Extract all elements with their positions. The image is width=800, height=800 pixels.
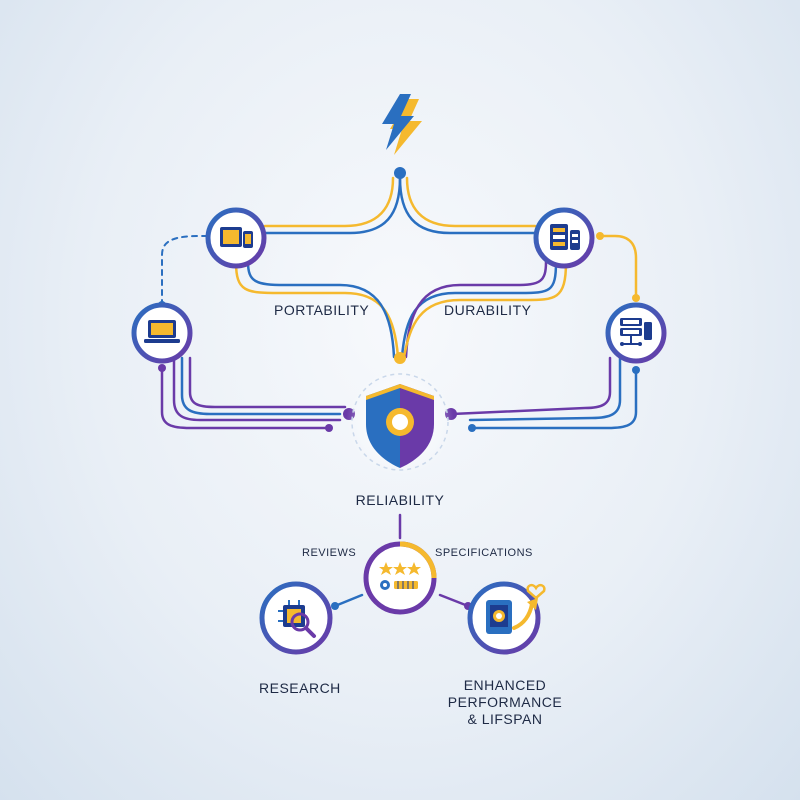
rating-stars-icon bbox=[379, 562, 421, 590]
reliability-label: RELIABILITY bbox=[355, 492, 445, 508]
connector-hub-to-enhanced bbox=[438, 593, 470, 608]
lightning-bolt-icon bbox=[382, 94, 422, 155]
connector-lines bbox=[160, 176, 638, 608]
research-node[interactable] bbox=[259, 581, 333, 655]
enhanced-node[interactable] bbox=[467, 581, 546, 655]
connector-laptop-purple-mid bbox=[172, 356, 342, 422]
connector-network-purple bbox=[450, 356, 612, 416]
enhanced-label-line1: ENHANCED bbox=[463, 677, 547, 693]
shield-icon bbox=[366, 384, 434, 468]
connector-network-blue bbox=[468, 356, 622, 422]
connector-server-to-shield-purple bbox=[404, 260, 548, 359]
tablet-phone-node[interactable] bbox=[205, 207, 267, 269]
connector-tablet-to-shield-blue bbox=[246, 260, 396, 359]
connector-network-blue-outer bbox=[470, 368, 638, 430]
connector-top-right-yellow bbox=[405, 176, 537, 228]
research-label: RESEARCH bbox=[259, 680, 341, 696]
server-rack-icon bbox=[550, 224, 580, 250]
laptop-icon bbox=[144, 320, 180, 343]
enhanced-label-line2: PERFORMANCE bbox=[447, 694, 563, 710]
connector-tablet-to-shield-yellow bbox=[234, 260, 400, 359]
connector-laptop-purple-inner bbox=[188, 356, 347, 409]
tablet-heart-icon bbox=[486, 583, 546, 634]
tablet-phone-icon bbox=[220, 227, 253, 248]
connector-laptop-blue bbox=[180, 356, 342, 416]
connector-server-to-network-yellow bbox=[598, 234, 638, 300]
reviews-label: REVIEWS bbox=[302, 547, 357, 559]
connector-server-to-shield-blue bbox=[400, 260, 558, 359]
specs-reviews-hub[interactable] bbox=[363, 541, 437, 615]
connector-top-right-blue bbox=[398, 176, 537, 235]
enhanced-label-line3: & LIFSPAN bbox=[467, 711, 543, 727]
shield-node[interactable] bbox=[346, 368, 454, 476]
connector-hub-to-research bbox=[333, 593, 364, 608]
portability-label: PORTABILITY bbox=[274, 302, 370, 318]
network-server-icon bbox=[620, 318, 652, 346]
connector-server-to-shield-yellow bbox=[402, 260, 568, 359]
server-rack-node[interactable] bbox=[533, 207, 595, 269]
connector-top-left-blue bbox=[263, 176, 402, 235]
connector-laptop-to-tablet-dashed bbox=[161, 235, 207, 306]
network-server-node[interactable] bbox=[605, 302, 667, 364]
specifications-label: SPECIFICATIONS bbox=[435, 547, 533, 559]
connector-laptop-purple-outer bbox=[160, 368, 331, 430]
enhanced-label: ENHANCED PERFORMANCE & LIFSPAN bbox=[435, 677, 575, 728]
chip-magnifier-icon bbox=[278, 600, 316, 638]
laptop-node[interactable] bbox=[131, 302, 193, 364]
durability-label: DURABILITY bbox=[444, 302, 532, 318]
connector-top-left-yellow bbox=[263, 176, 395, 228]
